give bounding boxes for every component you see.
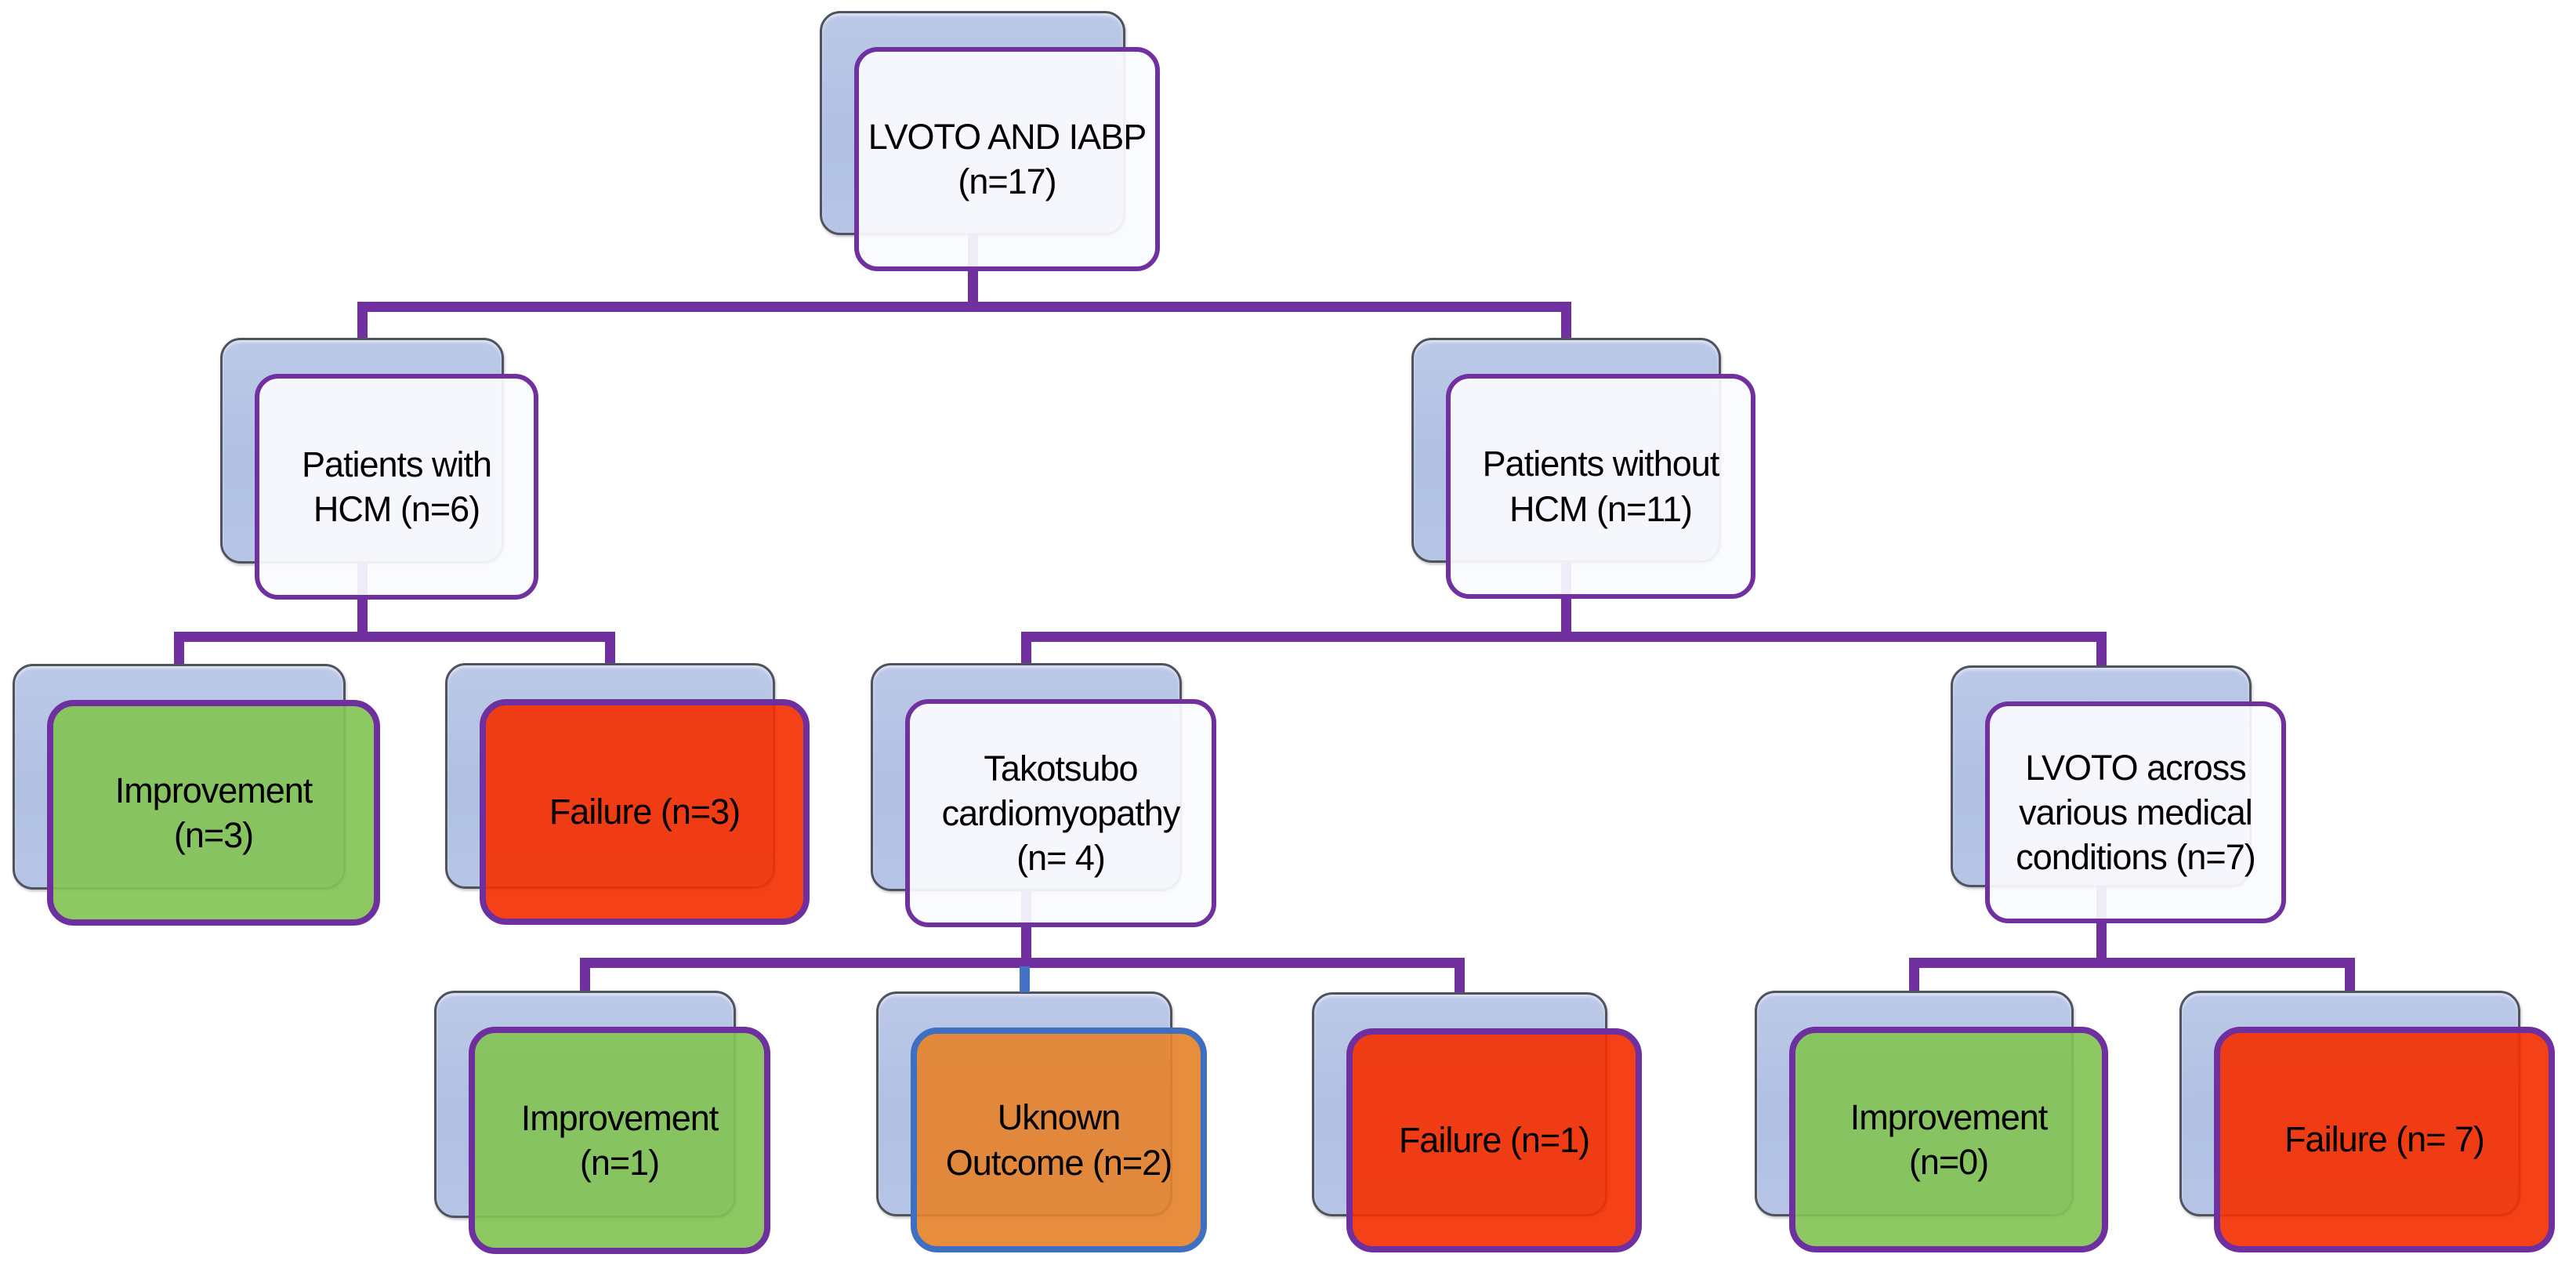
node-improvement-hcm: Improvement (n=3) [47, 700, 380, 926]
connector-drop-without-hcm [1561, 302, 1571, 338]
node-without-hcm: Patients without HCM (n=11) [1446, 374, 1755, 599]
node-failure-hcm: Failure (n=3) [480, 699, 810, 925]
connector-nohcm-horizontal [1021, 632, 2107, 642]
connector-drop-improvement-hcm [174, 632, 184, 664]
connector-drop-failure-various [2345, 958, 2355, 991]
node-failure-various: Failure (n= 7) [2214, 1027, 2555, 1252]
connector-hcm-horizontal [174, 632, 615, 642]
connector-drop-with-hcm [357, 302, 368, 338]
node-lvoto-various: LVOTO across various medical conditions … [1985, 701, 2286, 923]
connector-drop-lvoto-various [2096, 632, 2107, 665]
connector-drop-improvement-takotsubo [580, 958, 590, 991]
node-takotsubo: Takotsubo cardiomyopathy (n= 4) [905, 699, 1216, 927]
node-with-hcm: Patients with HCM (n=6) [255, 374, 538, 600]
node-improvement-takotsubo: Improvement (n=1) [469, 1027, 770, 1254]
connector-level1-horizontal [357, 302, 1571, 312]
node-lvoto-iabp: LVOTO AND IABP (n=17) [854, 47, 1160, 271]
connector-drop-unknown-outcome [1020, 966, 1030, 992]
connector-various-horizontal [1909, 958, 2355, 968]
node-unknown-outcome: Uknown Outcome (n=2) [911, 1028, 1207, 1252]
connector-drop-improvement-various [1909, 958, 1919, 991]
connector-drop-failure-hcm [605, 632, 615, 663]
node-failure-takotsubo: Failure (n=1) [1346, 1028, 1642, 1252]
connector-drop-takotsubo [1021, 632, 1031, 663]
connector-takotsubo-horizontal [580, 958, 1465, 968]
node-improvement-various: Improvement (n=0) [1789, 1027, 2108, 1252]
connector-drop-failure-takotsubo [1455, 958, 1465, 992]
